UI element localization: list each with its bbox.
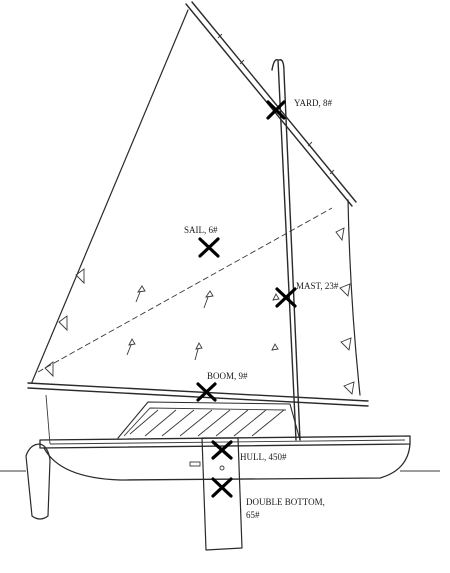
double-bottom-label: DOUBLE BOTTOM, [246,497,325,507]
mast-marker-icon [275,287,297,308]
sail-marker-icon [198,237,220,258]
sail-label: SAIL, 6# [184,225,218,235]
boom [27,382,369,407]
cabin [117,401,301,441]
double-bottom-weight-label: 65# [246,510,260,520]
boom-marker-icon [196,382,217,402]
sail [31,9,361,396]
boom-label: BOOM, 9# [207,371,248,381]
mast-label: MAST, 23# [296,281,339,291]
rudder [25,394,51,520]
mast [271,59,301,441]
yard-label: YARD, 8# [294,98,333,108]
yard-marker-icon [266,100,286,120]
hull-label: HULL, 450# [240,452,287,462]
double-bottom-marker-icon [211,477,233,498]
hull [39,435,411,481]
hull-marker-icon [211,440,233,460]
centreboard [189,437,243,551]
